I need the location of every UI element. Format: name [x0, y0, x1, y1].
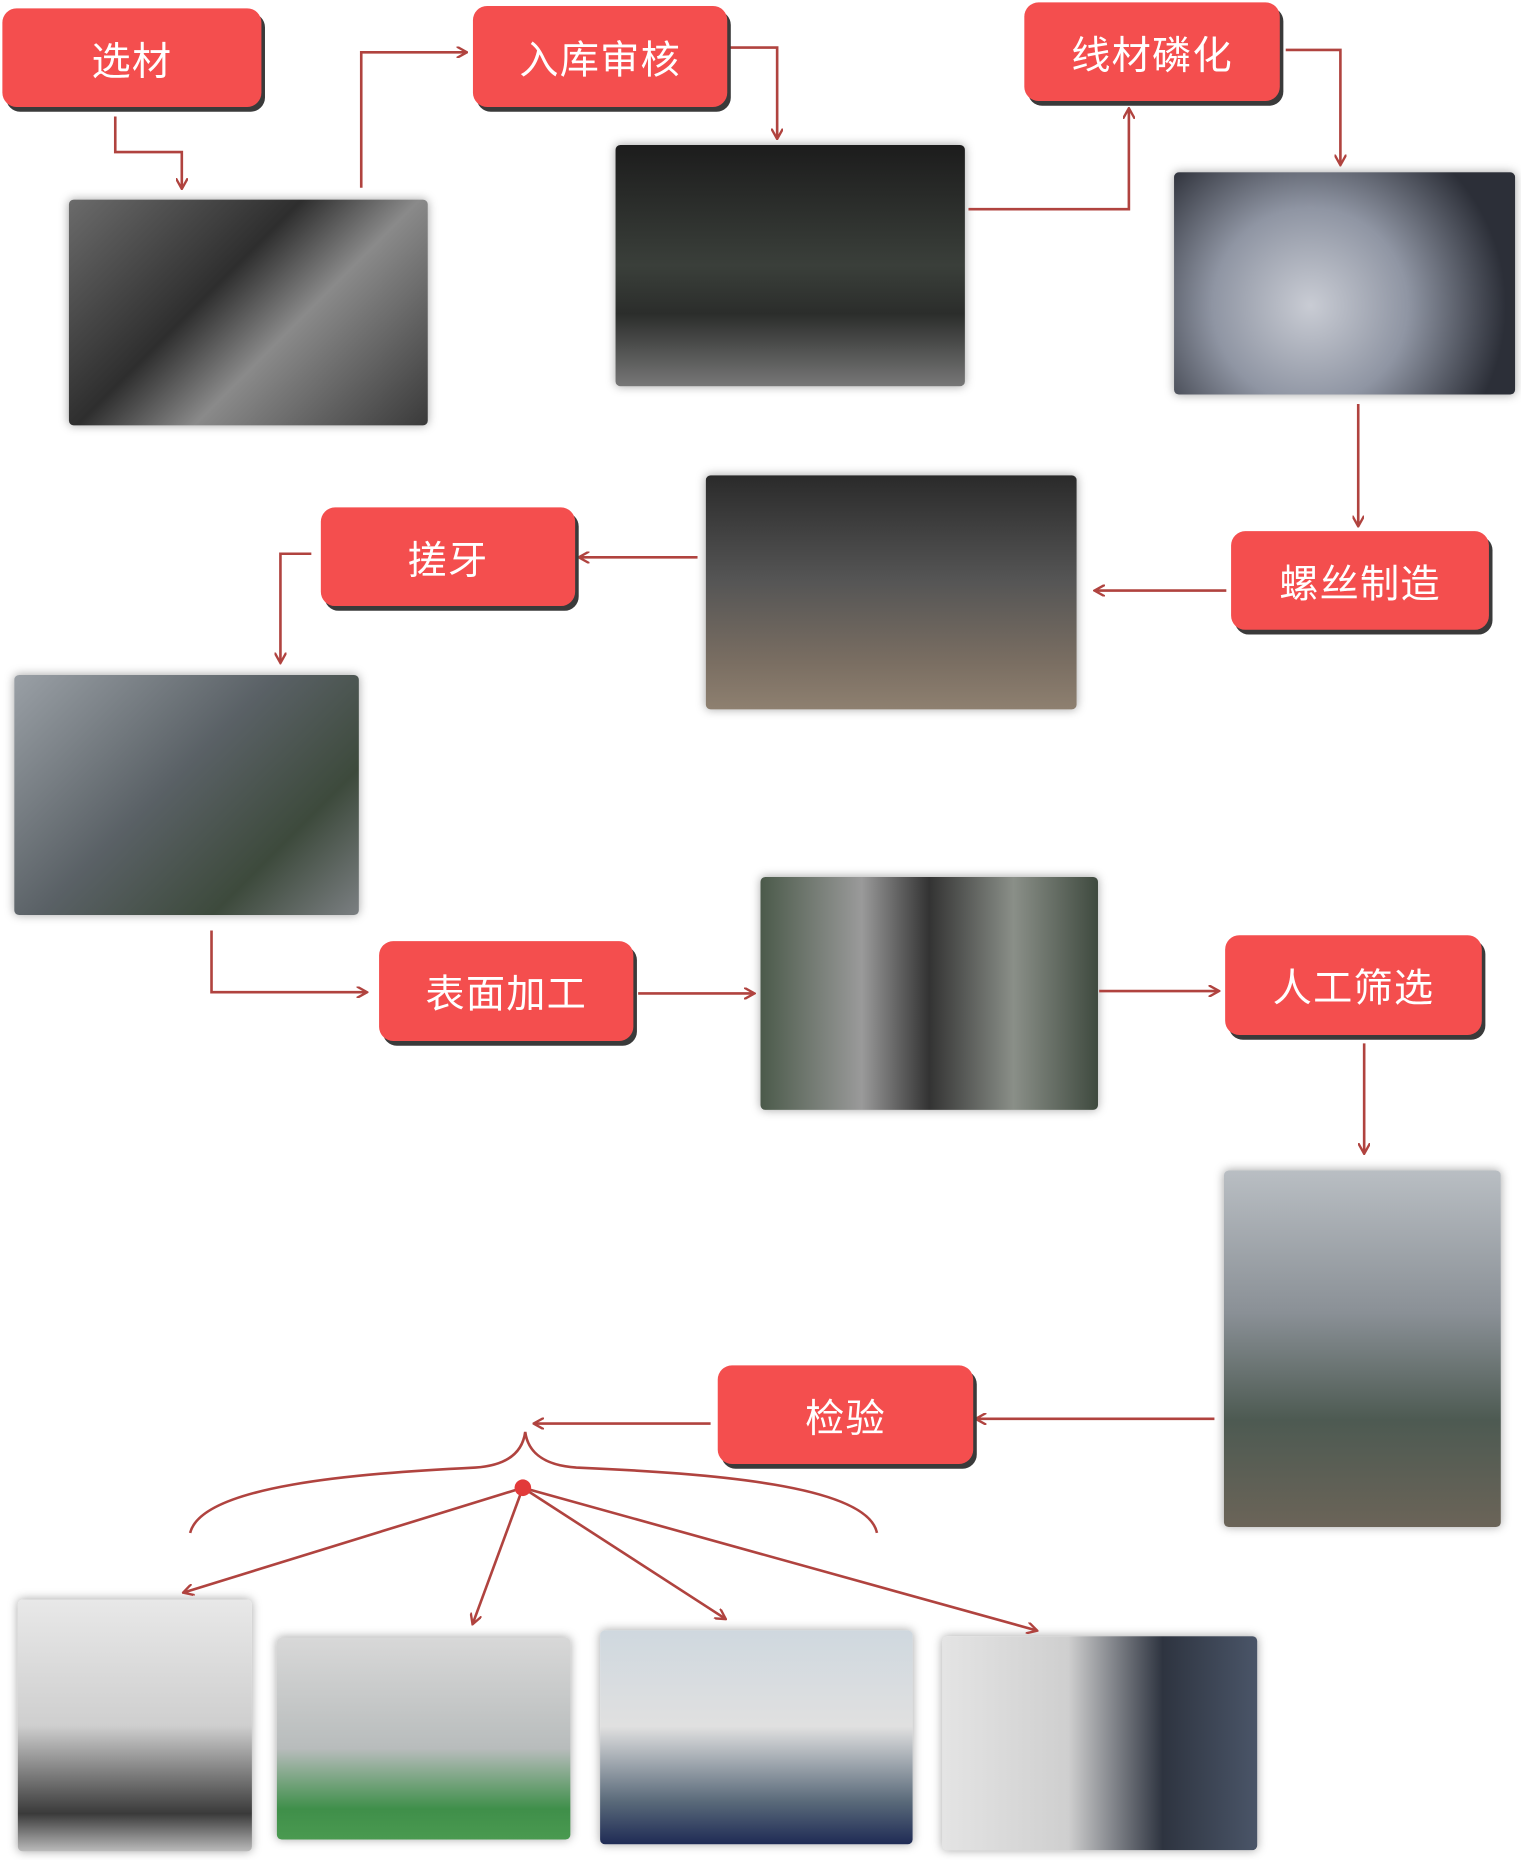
photo-hardness-testers [600, 1630, 913, 1845]
photo-microscope-inspection [942, 1636, 1258, 1851]
photo-wire-coils-factory [705, 475, 1077, 710]
brace-dot [514, 1479, 532, 1497]
step-manual-screening: 人工筛选 [1225, 935, 1482, 1036]
arrow-rolling-to-photo [280, 552, 312, 662]
photo-surface-treatment-conveyor [760, 876, 1098, 1110]
arrow-phosphating-to-photo [1285, 48, 1341, 164]
photo-inspectors-checking-steel [615, 144, 965, 387]
step-warehouse-review: 入库审核 [472, 5, 728, 107]
photo-factory-workshop [1223, 1170, 1501, 1527]
arrow-to-salt-spray [473, 1487, 525, 1623]
step-select-material: 选材 [2, 8, 262, 107]
arrow-to-hardness [522, 1486, 725, 1619]
photo-salt-spray-tester [276, 1637, 571, 1840]
arrow-select-to-photo [113, 116, 182, 187]
step-surface-treatment: 表面加工 [379, 941, 634, 1041]
photo-thread-rolling-machine [14, 674, 359, 915]
photo-wire-coil-phosphating [1174, 172, 1516, 395]
step-inspection: 检验 [717, 1365, 974, 1464]
arrow-to-microscope [522, 1486, 1036, 1631]
step-wire-phosphating: 线材磷化 [1024, 2, 1280, 102]
arrow-review-to-photo [729, 46, 778, 138]
step-screw-making: 螺丝制造 [1231, 531, 1489, 630]
arrow-photo-to-phosphating [968, 109, 1128, 211]
step-thread-rolling: 搓牙 [320, 507, 576, 607]
arrow-photo-to-surface [210, 930, 366, 992]
arrow-photo-to-review [359, 52, 466, 188]
arrow-to-tensile [184, 1486, 524, 1593]
photo-tensile-testing-machine [17, 1599, 252, 1852]
photo-caliper-measuring-rebar [68, 199, 428, 426]
